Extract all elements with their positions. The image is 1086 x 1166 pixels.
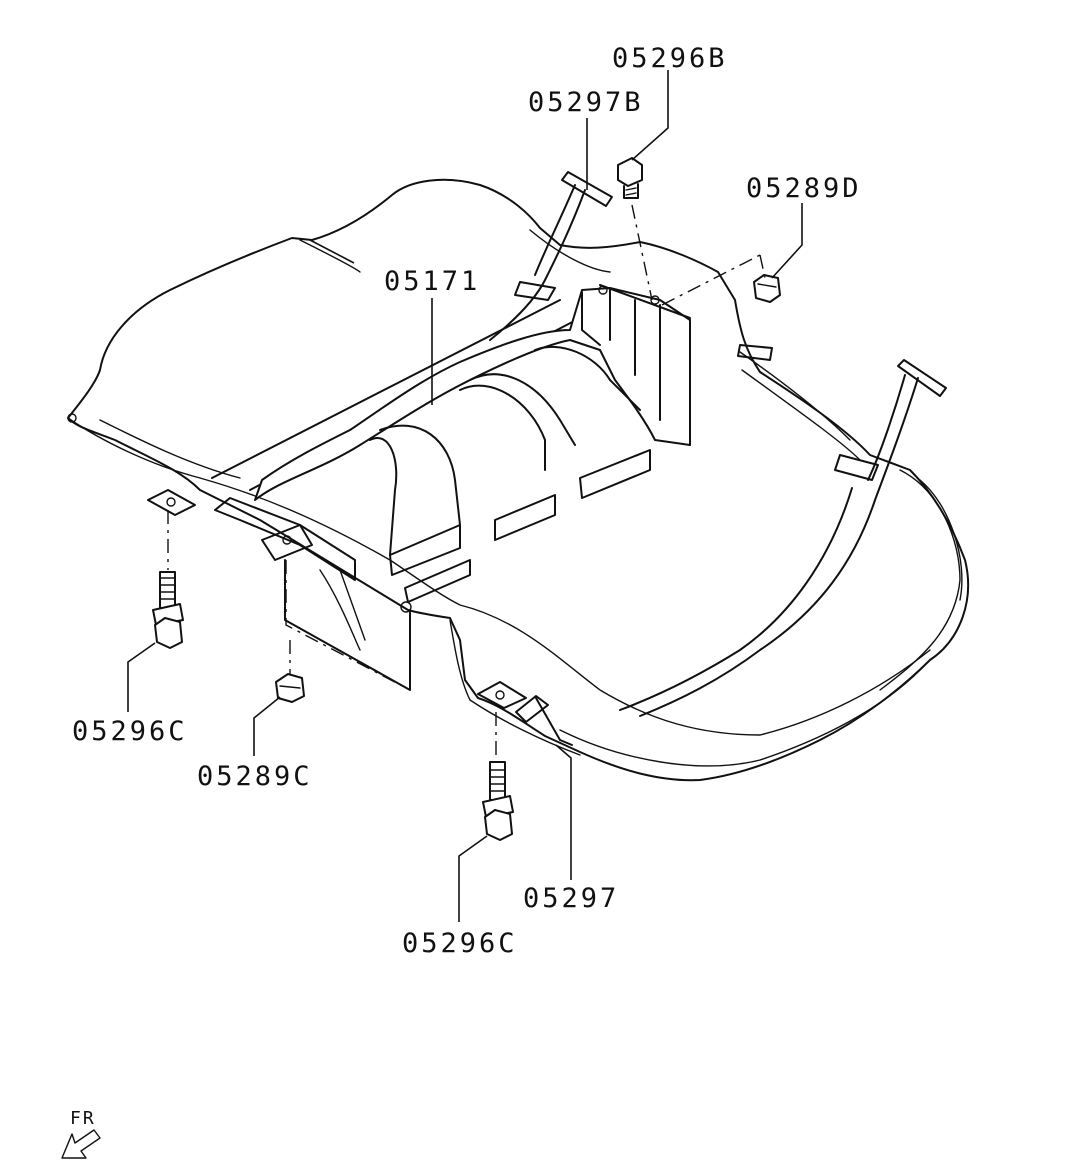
fuel-tank (67, 178, 970, 782)
callout-labels: 05296B 05297B 05289D 05171 05296C 05289C… (72, 43, 862, 959)
bolt-05297 (147, 489, 573, 746)
fr-label: FR (70, 1108, 96, 1129)
front-orientation-marker: FR (61, 1108, 101, 1159)
callout-05289D: 05289D (746, 173, 862, 204)
leader-lines (127, 70, 803, 922)
heat-protector (214, 284, 691, 603)
callout-05296C-left: 05296C (72, 716, 188, 747)
callout-05297B: 05297B (528, 87, 644, 118)
bolt-05296C-bottom (482, 761, 514, 841)
installation-lines (167, 204, 766, 760)
callout-05296C-bottom: 05296C (402, 928, 518, 959)
callout-05171: 05171 (384, 266, 480, 297)
callout-05297: 05297 (523, 883, 619, 914)
nut-05289D (753, 274, 781, 303)
callout-05296B: 05296B (612, 43, 728, 74)
callout-05289C: 05289C (197, 761, 313, 792)
tank-strap-right (619, 344, 947, 717)
bolt-05296B (617, 157, 643, 199)
bolt-05296C-left (152, 571, 184, 649)
front-direction-arrow-icon (61, 1129, 101, 1159)
